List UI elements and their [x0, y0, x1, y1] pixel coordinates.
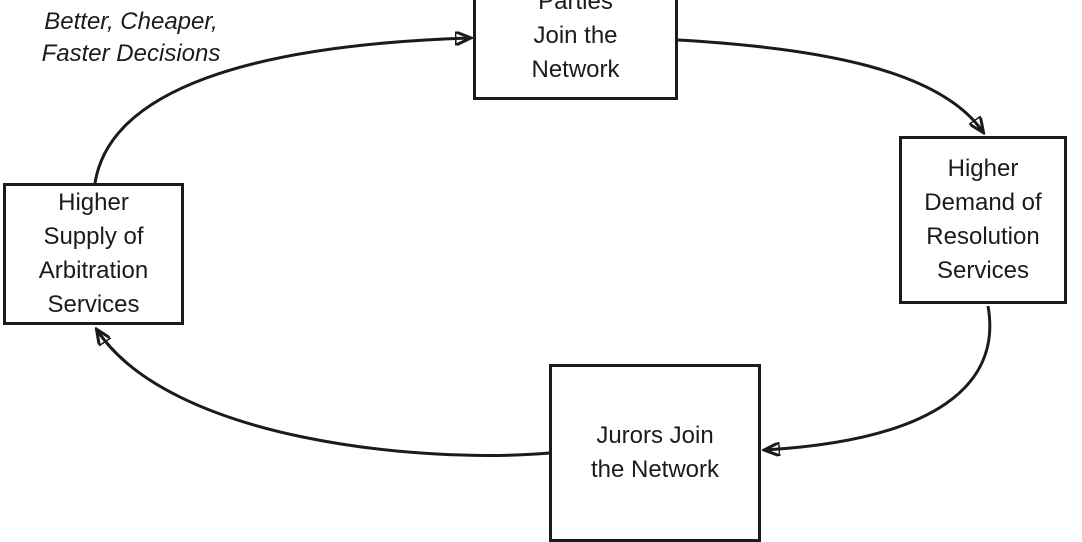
node-demand-label: Higher Demand of Resolution Services [924, 155, 1042, 284]
arrow-parties-to-demand [677, 38, 983, 132]
node-parties-join-network: Parties Join the Network [473, 0, 678, 100]
node-parties-label: Parties Join the Network [531, 0, 620, 83]
cycle-diagram: Better, Cheaper, Faster Decisions Partie… [3, 0, 1067, 542]
node-supply-label: Higher Supply of Arbitration Services [38, 189, 149, 318]
arrow-supply-to-parties [93, 38, 470, 184]
node-higher-supply: Higher Supply of Arbitration Services [3, 183, 184, 325]
arrow-jurors-to-supply [97, 330, 551, 457]
node-jurors-label: Jurors Join the Network [590, 422, 720, 483]
node-jurors-join-network: Jurors Join the Network [549, 364, 761, 542]
node-higher-demand: Higher Demand of Resolution Services [899, 136, 1067, 304]
cycle-benefit-annotation: Better, Cheaper, Faster Decisions [41, 8, 221, 67]
cycle-arrows-layer [93, 0, 992, 509]
arrow-demand-to-jurors [765, 305, 992, 450]
